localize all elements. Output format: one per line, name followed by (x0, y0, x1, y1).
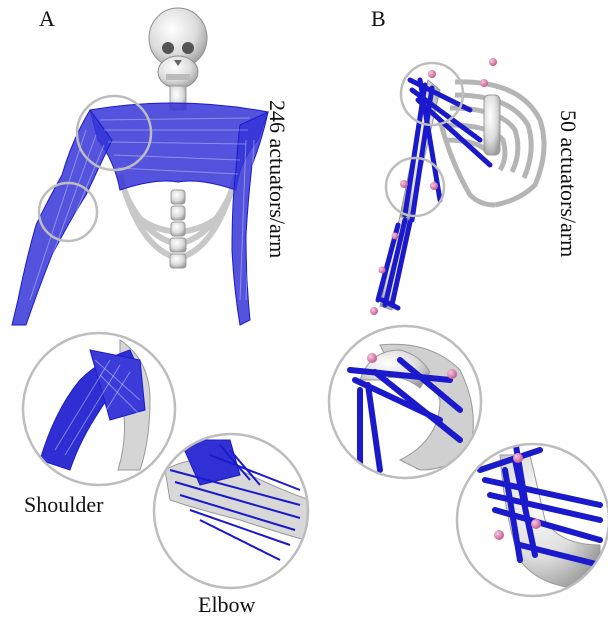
panel-a-spine (170, 190, 186, 268)
panel-a-elbow-zoom (154, 434, 310, 588)
panel-b-elbow-zoom (457, 440, 608, 596)
panel-a-shoulder-zoom (23, 333, 175, 485)
panel-b-skeleton (380, 80, 544, 310)
panel-b-shoulder-zoom (329, 326, 481, 478)
panel-b-muscles (378, 80, 490, 308)
